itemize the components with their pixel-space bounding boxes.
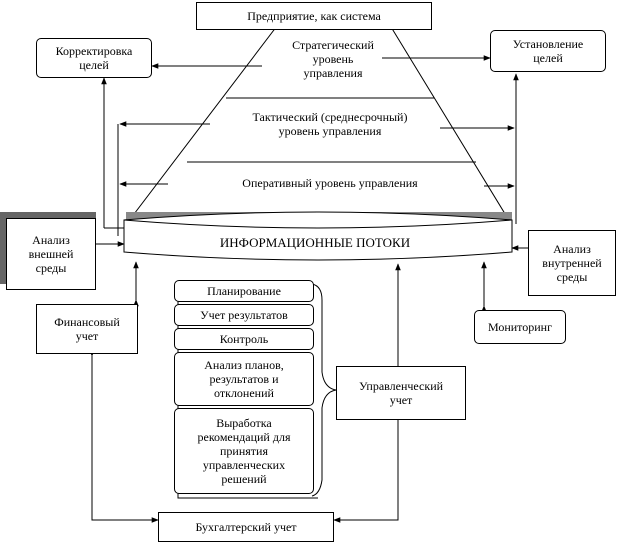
financial-box: Финансовый учет: [36, 304, 138, 354]
function-analysis-label: Анализ планов, результатов и отклонений: [204, 358, 284, 400]
function-recommendations: Выработка рекомендаций для принятия упра…: [174, 408, 314, 494]
function-planning: Планирование: [174, 280, 314, 302]
correction-box: Корректировка целей: [36, 38, 152, 78]
functions-brace: [311, 283, 337, 497]
function-planning-label: Планирование: [207, 284, 281, 298]
correction-label: Корректировка целей: [55, 44, 133, 72]
external-analysis-label: Анализ внешней среды: [28, 233, 74, 275]
internal-analysis-label: Анализ внутренней среды: [542, 242, 602, 284]
monitoring-box: Мониторинг: [474, 310, 566, 344]
financial-label: Финансовый учет: [54, 315, 120, 343]
info-flows-label: ИНФОРМАЦИОННЫЕ ПОТОКИ: [219, 235, 411, 250]
function-control-label: Контроль: [219, 332, 269, 346]
function-control: Контроль: [174, 328, 314, 350]
goal-setting-label: Установление целей: [512, 37, 584, 65]
external-analysis-box: Анализ внешней среды: [6, 218, 96, 290]
goal-setting-box: Установление целей: [490, 30, 606, 72]
internal-analysis-box: Анализ внутренней среды: [528, 230, 616, 296]
enterprise-box: Предприятие, как система: [196, 2, 432, 30]
accounting-label: Бухгалтерский учет: [195, 520, 297, 534]
managerial-label: Управленческий учет: [358, 379, 444, 407]
function-recommendations-label: Выработка рекомендаций для принятия упра…: [197, 416, 291, 486]
managerial-box: Управленческий учет: [336, 366, 466, 420]
info-flows-body: [123, 211, 513, 261]
function-results-label: Учет результатов: [200, 308, 288, 322]
line-managerial-accounting: [333, 413, 401, 523]
operational-level-label: Оперативный уровень управления: [242, 176, 418, 190]
monitoring-label: Мониторинг: [487, 320, 553, 334]
enterprise-label: Предприятие, как система: [247, 9, 381, 23]
info-flows-top-arc: [123, 219, 513, 229]
function-results: Учет результатов: [174, 304, 314, 326]
tactical-level-label: Тактический (среднесрочный) уровень упра…: [252, 110, 408, 138]
accounting-box: Бухгалтерский учет: [158, 512, 334, 542]
strategic-level-label: Стратегический уровень управления: [292, 38, 374, 80]
line-financial-accounting: [89, 349, 159, 523]
function-analysis: Анализ планов, результатов и отклонений: [174, 352, 314, 406]
